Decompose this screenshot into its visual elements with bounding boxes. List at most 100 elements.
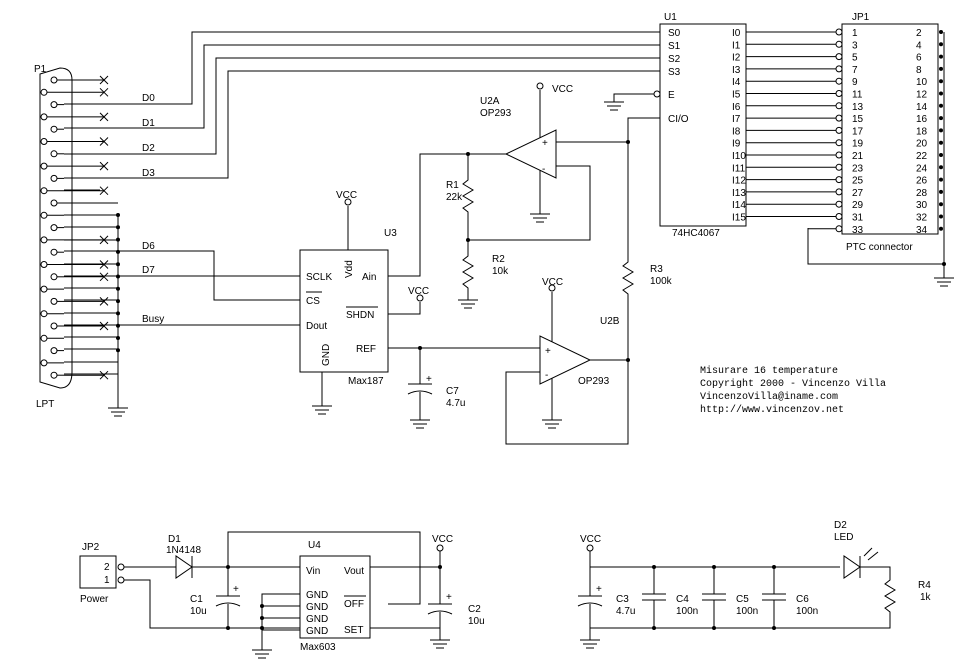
u3-pin-vdd: Vdd: [344, 260, 355, 278]
jp1-pin: [835, 225, 843, 233]
jp1-ground-node: [939, 189, 943, 194]
u1-part: 74HC4067: [672, 228, 720, 239]
jp1-pin: [835, 40, 843, 48]
p1-pin: [50, 76, 58, 84]
jp1-pin-label-even: 32: [916, 213, 928, 224]
jp1-ptc-label: PTC connector: [846, 242, 913, 253]
r3-resistor: R3 100k: [622, 140, 673, 360]
jp1-pin: [835, 176, 843, 184]
p1-pin: [50, 273, 58, 281]
jp1-pin: [835, 126, 843, 134]
c2-capacitor: VCC + C2 10u: [427, 534, 485, 649]
note-url: http://www.vincenzov.net: [700, 404, 844, 416]
lpt-wires: D0 D1 D2 D3 D6 D7 Busy: [64, 31, 660, 417]
u1-pin-i0: I0: [732, 28, 741, 39]
u2b-opamp: + - U2B OP293 VCC: [505, 277, 630, 445]
u2a-ground: [530, 213, 550, 223]
jp1-pin: [835, 188, 843, 196]
u1-pin-i8: I8: [732, 126, 741, 137]
decoupling-vcc: VCC: [580, 534, 601, 545]
jp1-ground-node: [939, 79, 943, 84]
c5-value: 100n: [736, 606, 758, 617]
u4-part: Max603: [300, 642, 336, 653]
u4-pin-gnd2: GND: [306, 602, 328, 613]
jp1-pin: [835, 65, 843, 73]
u1-74hc4067: U1 74HC4067 S0 S1 S2 S3 E CI/O I0I1I2I3I…: [604, 12, 836, 239]
d2-label: D2: [834, 520, 847, 531]
u1-pin-i6: I6: [732, 102, 741, 113]
u1-pin-i12: I12: [732, 176, 746, 187]
jp1-pin: [835, 163, 843, 171]
d1-label: D1: [168, 534, 181, 545]
c1-label: C1: [190, 594, 203, 605]
jp1-pin-label-odd: 1: [852, 28, 858, 39]
jp1-pin-label-even: 8: [916, 65, 922, 76]
jp1-pin: [835, 28, 843, 36]
u3-pin-ref: REF: [356, 344, 376, 355]
jp1-ground-node: [939, 42, 943, 47]
r2-ground: [458, 299, 478, 309]
jp1-ground-node: [939, 54, 943, 59]
jp1-pin-label-even: 16: [916, 114, 928, 125]
jp1-ground-node: [939, 140, 943, 145]
u3-pin-ain: Ain: [362, 272, 376, 283]
shdn-vcc: VCC: [408, 286, 429, 297]
jp1-pin-label-even: 6: [916, 53, 922, 64]
jp1-pin-label-odd: 17: [852, 126, 864, 137]
jp2-power-connector: JP2 Power 2 1: [79, 542, 440, 629]
c7-capacitor: + C7 4.7u: [407, 348, 465, 429]
jp1-ground-node: [939, 103, 943, 108]
jp1-pin-label-odd: 29: [852, 200, 864, 211]
u1-pin-cio: CI/O: [668, 114, 689, 125]
u3-pin-dout: Dout: [306, 321, 327, 332]
jp1-pin-label-odd: 9: [852, 77, 858, 88]
c3-label: C3: [616, 594, 629, 605]
u1-e-ground: [604, 101, 624, 111]
jp2-label: JP2: [82, 542, 100, 553]
u3-part: Max187: [348, 376, 384, 387]
p1-nc-mark: [99, 137, 109, 146]
p1-nc-mark: [99, 75, 109, 85]
notes-block: Misurare 16 temperature Copyright 2000 -…: [700, 365, 886, 416]
p1-nc-mark: [99, 161, 109, 171]
r4-value: 1k: [920, 592, 932, 603]
jp1-pin: [835, 114, 843, 122]
u3-max187: U3 Max187 SCLK CS Dout GND Vdd Ain SHDN …: [299, 190, 540, 415]
c7-ground: [410, 419, 430, 429]
p1-nc-mark: [99, 87, 109, 97]
p1-pin: [40, 113, 48, 121]
r3-value: 100k: [650, 276, 673, 287]
p1-pin: [50, 297, 58, 305]
jp1-ground-node: [939, 165, 943, 170]
jp2-pin2: 2: [104, 562, 110, 573]
p1-nc-mark: [99, 112, 109, 122]
jp1-pin-label-even: 12: [916, 90, 928, 101]
p1-pin: [50, 125, 58, 133]
u3-pin-sclk: SCLK: [306, 272, 332, 283]
decoupling-ground: [580, 639, 600, 649]
u1-pin-i15: I15: [732, 213, 746, 224]
r1-value: 22k: [446, 192, 463, 203]
u2b-minus: -: [545, 370, 548, 381]
jp1-pin-label-odd: 25: [852, 176, 864, 187]
jp1-pin: [835, 151, 843, 159]
jp1-pin-label-odd: 21: [852, 151, 864, 162]
p1-pin: [40, 334, 48, 342]
u2a-plus: +: [542, 138, 548, 149]
c6-label: C6: [796, 594, 809, 605]
jp1-pin-label-even: 28: [916, 188, 928, 199]
c6-value: 100n: [796, 606, 818, 617]
jp1-pin-label-even: 22: [916, 151, 928, 162]
jp1-ground-node: [939, 202, 943, 207]
jp1-pin: [835, 102, 843, 110]
u2a-vcc: VCC: [552, 84, 573, 95]
p1-pin: [50, 101, 58, 109]
jp1-pin: [835, 200, 843, 208]
p1-pin: [40, 162, 48, 170]
u2b-plus: +: [545, 346, 551, 357]
d2-led: D2 LED R4 1k: [834, 520, 932, 616]
c7-value: 4.7u: [446, 398, 465, 409]
jp1-pin-label-even: 24: [916, 163, 928, 174]
u2a-minus: -: [542, 164, 545, 175]
